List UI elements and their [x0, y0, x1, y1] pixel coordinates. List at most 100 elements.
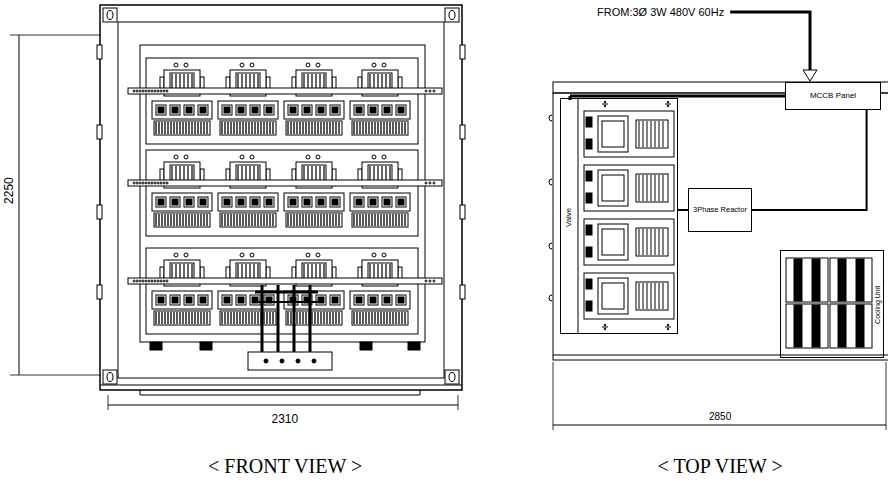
module-fin: [188, 214, 189, 226]
module-lug: [184, 63, 188, 67]
capacitor: [330, 105, 340, 115]
module-fin: [248, 214, 249, 226]
module-fin: [233, 122, 234, 134]
cooling-bar: [856, 305, 864, 347]
rack-foot: [150, 342, 162, 350]
capacitor: [236, 295, 246, 305]
capacitor-core: [332, 297, 338, 303]
view-title: < FRONT VIEW >: [208, 455, 362, 477]
capacitor: [368, 105, 378, 115]
module-tab: [226, 77, 230, 89]
module-fin: [266, 312, 267, 324]
module-fin: [290, 122, 291, 134]
capacitor: [382, 197, 392, 207]
capacitor: [250, 197, 260, 207]
bus-bar-hole: [145, 182, 147, 184]
module-fin: [326, 312, 327, 324]
module-fin: [380, 122, 381, 134]
bus-bar-hole: [166, 280, 168, 282]
bus-bar-hole: [136, 182, 138, 184]
module-fin: [302, 214, 303, 226]
module-base: [218, 193, 278, 211]
bus-bar-hole: [433, 182, 435, 184]
heatsink-fin: [643, 229, 644, 255]
valve-mark: [602, 327, 608, 328]
module-fin: [305, 122, 306, 134]
module-fin: [266, 214, 267, 226]
module-fin: [245, 214, 246, 226]
shelf: [146, 248, 418, 334]
capacitor-core: [172, 199, 178, 205]
capacitor: [354, 105, 364, 115]
cooling-bar: [794, 305, 802, 347]
module-fin: [188, 312, 189, 324]
bus-bar: [128, 88, 442, 94]
valve-module: [598, 170, 628, 206]
module-tab: [160, 169, 164, 181]
corner-casting: [103, 370, 117, 384]
capacitor: [330, 197, 340, 207]
bus-bar-hole: [160, 182, 162, 184]
module-fin: [320, 214, 321, 226]
module-lug: [372, 155, 376, 159]
heatsink-fin: [655, 121, 656, 147]
module-fin: [386, 312, 387, 324]
module-fin: [203, 312, 204, 324]
bus-bar-hole: [157, 280, 159, 282]
module-fin: [191, 214, 192, 226]
module-fin: [404, 312, 405, 324]
capacitor-core: [318, 107, 324, 113]
heatsink-fin: [651, 175, 652, 201]
module-fin: [203, 214, 204, 226]
module-lug: [372, 63, 376, 67]
corner-casting-hole: [107, 373, 113, 382]
module-lug: [372, 253, 376, 257]
module-fin: [314, 122, 315, 134]
module-fin: [359, 122, 360, 134]
module-fin: [356, 312, 357, 324]
capacitor: [156, 197, 166, 207]
module-fin: [164, 312, 165, 324]
bus-bar-hole: [160, 280, 162, 282]
valve-row: [584, 219, 674, 265]
module-fin: [206, 214, 207, 226]
module-fin: [236, 122, 237, 134]
module-fin: [317, 312, 318, 324]
module-fin: [272, 122, 273, 134]
cooling-bar: [794, 259, 802, 301]
module-fin: [269, 312, 270, 324]
module-tab: [266, 77, 270, 89]
heatsink-fin: [643, 121, 644, 147]
module-lug: [174, 155, 178, 159]
module-fin: [266, 122, 267, 134]
module-fins: [154, 213, 210, 227]
module-fin: [188, 122, 189, 134]
container-wall: [553, 355, 888, 356]
module-fin: [320, 122, 321, 134]
bus-bar-hole: [151, 182, 153, 184]
module-fin: [353, 214, 354, 226]
module-fin: [317, 122, 318, 134]
module-fin: [365, 214, 366, 226]
supply-cable: [730, 12, 810, 70]
module-fin: [392, 214, 393, 226]
bus-bar-hole: [139, 280, 141, 282]
module-fin: [233, 312, 234, 324]
extension-line: [553, 362, 554, 430]
corner-casting-hole: [107, 11, 113, 20]
module-fin: [296, 122, 297, 134]
valve-capacitor: [586, 139, 592, 149]
module-lug: [306, 155, 310, 159]
valve-module-core: [602, 229, 624, 255]
capacitor: [236, 105, 246, 115]
capacitor-core: [200, 107, 206, 113]
module-fin: [287, 312, 288, 324]
module-fin: [185, 122, 186, 134]
module-fin: [338, 122, 339, 134]
capacitor-core: [356, 199, 362, 205]
module-lug: [316, 63, 320, 67]
supply-arrowhead: [803, 70, 817, 81]
capacitor: [316, 105, 326, 115]
valve-capacitor: [586, 247, 592, 257]
